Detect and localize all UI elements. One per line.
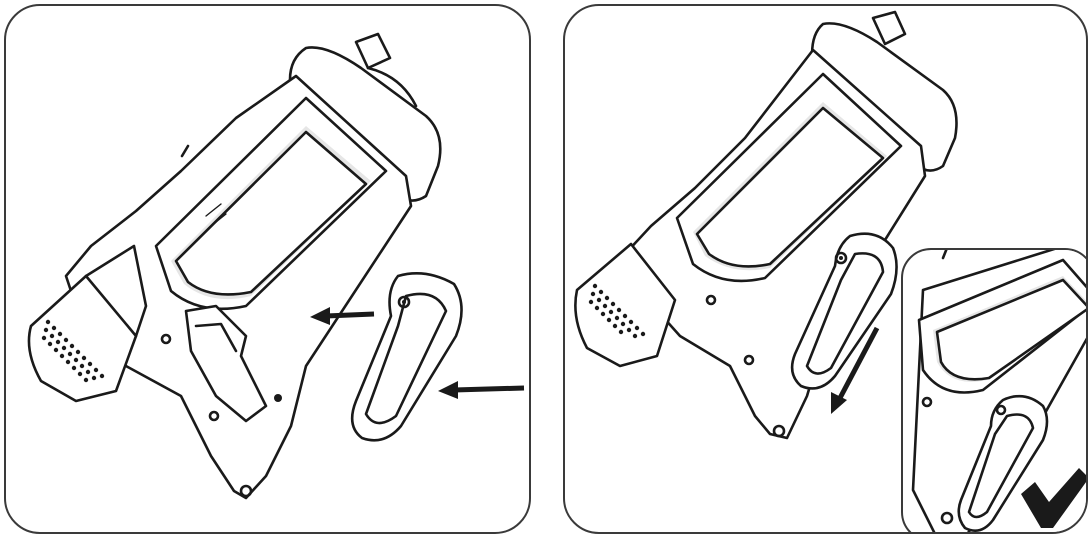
detail-inset (901, 248, 1086, 532)
arrow-down-left-icon (831, 326, 880, 414)
vacuum-handle-icon (574, 10, 958, 440)
arrow-left-icon (438, 381, 525, 399)
vacuum-handle-icon (27, 32, 525, 500)
vacuum-handle-icon (911, 250, 1086, 532)
step-panel-left (4, 4, 531, 534)
side-cover-icon (350, 272, 463, 442)
arrow-left-icon (310, 307, 375, 325)
checkmark-icon (1021, 468, 1086, 528)
step-panel-right (563, 4, 1088, 534)
side-cover-icon (790, 232, 898, 390)
